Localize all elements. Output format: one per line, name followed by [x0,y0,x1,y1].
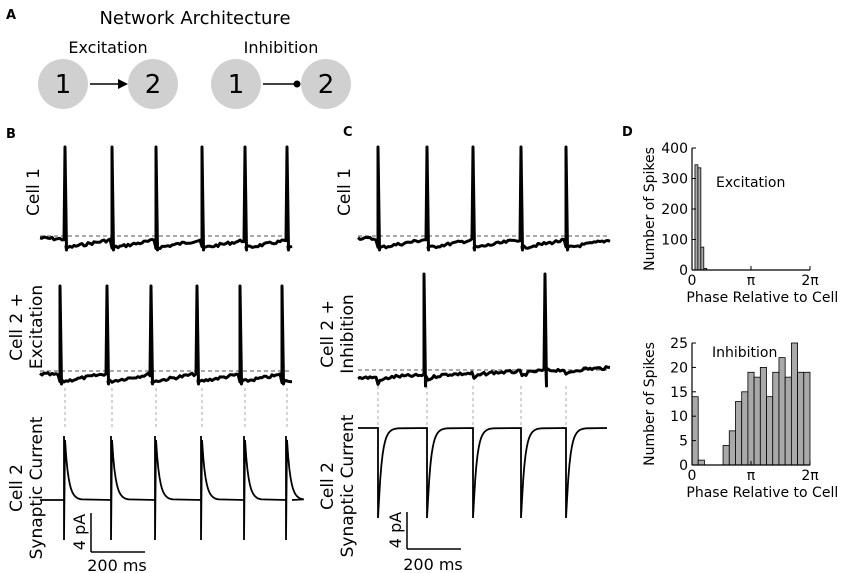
x-tick-label: 0 [688,468,697,484]
excitation-label: Excitation [68,38,147,57]
histogram-bar [694,164,699,271]
x-axis-label: Phase Relative to Cell 1 [686,485,842,501]
y-axis-label: Number of Spikes [642,147,658,271]
histogram-bar [790,342,798,466]
trace-c-cell1 [356,145,611,252]
inh-node-2-label: 2 [318,70,335,100]
trace-b-cell2 [39,284,293,386]
x-tick-label: π [747,468,756,484]
cell2-exc-label-line2: Excitation [27,285,47,369]
inh-node-1-label: 1 [228,70,245,100]
y-axis-label: Number of Spikes [642,342,658,466]
syn-label-b-line1: Cell 2 [7,464,27,512]
spike-guides-c [377,386,567,428]
histogram-bar [735,401,743,466]
histogram-bar [797,371,805,466]
x-tick-label: 2π [801,273,819,289]
panel-label-b: B [6,127,16,142]
scale-time-b: 200 ms [87,556,147,573]
scale-current-c: 4 pA [386,512,405,548]
y-tick-label: 300 [661,172,688,188]
histogram-bar [741,391,749,466]
panel-label-d: D [622,125,633,140]
spike-guides-b [64,388,288,430]
histogram-bar [803,371,811,466]
y-tick-label: 15 [670,385,688,401]
exc-node-2 [128,59,178,109]
inh-node-2 [301,59,351,109]
cell1-label-c: Cell 1 [335,168,355,216]
histogram-bar [759,366,767,466]
y-tick-label: 400 [661,141,688,157]
trace-c-cell2 [357,272,610,388]
histogram-bar [700,246,705,271]
histogram-annotation: Inhibition [712,345,777,361]
scale-bar-c: 4 pA 200 ms [386,512,463,573]
scale-bar-b: 4 pA 200 ms [70,513,147,573]
y-tick-label: 200 [661,202,688,218]
histogram-bar [778,357,786,466]
scale-time-c: 200 ms [403,555,463,573]
exc-node-2-label: 2 [145,70,162,100]
histogram-bar [772,371,780,466]
y-tick-label: 100 [661,233,688,249]
histogram-bar [766,396,774,466]
scale-current-b: 4 pA [70,514,89,550]
inh-node-1 [211,59,261,109]
network-title: Network Architecture [99,8,290,29]
syn-label-c-line2: Synaptic Current [338,414,358,557]
x-tick-label: π [747,273,756,289]
histogram-bar [722,445,730,466]
cell2-inh-label-line2: Inhibition [338,294,358,373]
x-axis-label: Phase Relative to Cell 1 [686,290,842,306]
y-tick-label: 0 [679,263,688,279]
x-tick-label: 0 [688,273,697,289]
exc-node-1-label: 1 [55,70,72,100]
syn-label-c-line1: Cell 2 [318,462,338,510]
panel-label-a: A [6,8,16,23]
trace-c-synaptic-current [358,427,608,519]
inhibition-network: 1 2 [211,59,351,109]
exc-arrow-icon [118,79,128,89]
y-tick-label: 25 [670,336,688,352]
excitation-network: 1 2 [38,59,178,109]
histogram-annotation: Excitation [716,175,785,191]
exc-node-1 [38,59,88,109]
histogram-bar [747,371,755,466]
trace-b-cell1 [39,145,293,252]
trace-b-synaptic-current [40,436,304,541]
inh-dot-icon [293,80,301,88]
y-tick-label: 0 [679,458,688,474]
cell2-inh-label-line1: Cell 2 + [318,300,338,368]
y-tick-label: 20 [670,360,688,376]
y-tick-label: 5 [679,434,688,450]
histogram-bar [753,376,761,466]
histogram-bar [728,430,736,466]
panel-label-c: C [343,125,353,140]
histogram-bar [697,459,705,466]
histogram-bar [697,167,702,271]
y-tick-label: 10 [670,409,688,425]
histogram-bar [784,376,792,466]
x-tick-label: 2π [801,468,819,484]
cell1-label-b: Cell 1 [24,168,44,216]
syn-label-b-line2: Synaptic Current [27,416,47,559]
histogram-bar [691,396,699,466]
cell2-exc-label-line1: Cell 2 + [7,293,27,361]
inhibition-label: Inhibition [244,38,319,57]
